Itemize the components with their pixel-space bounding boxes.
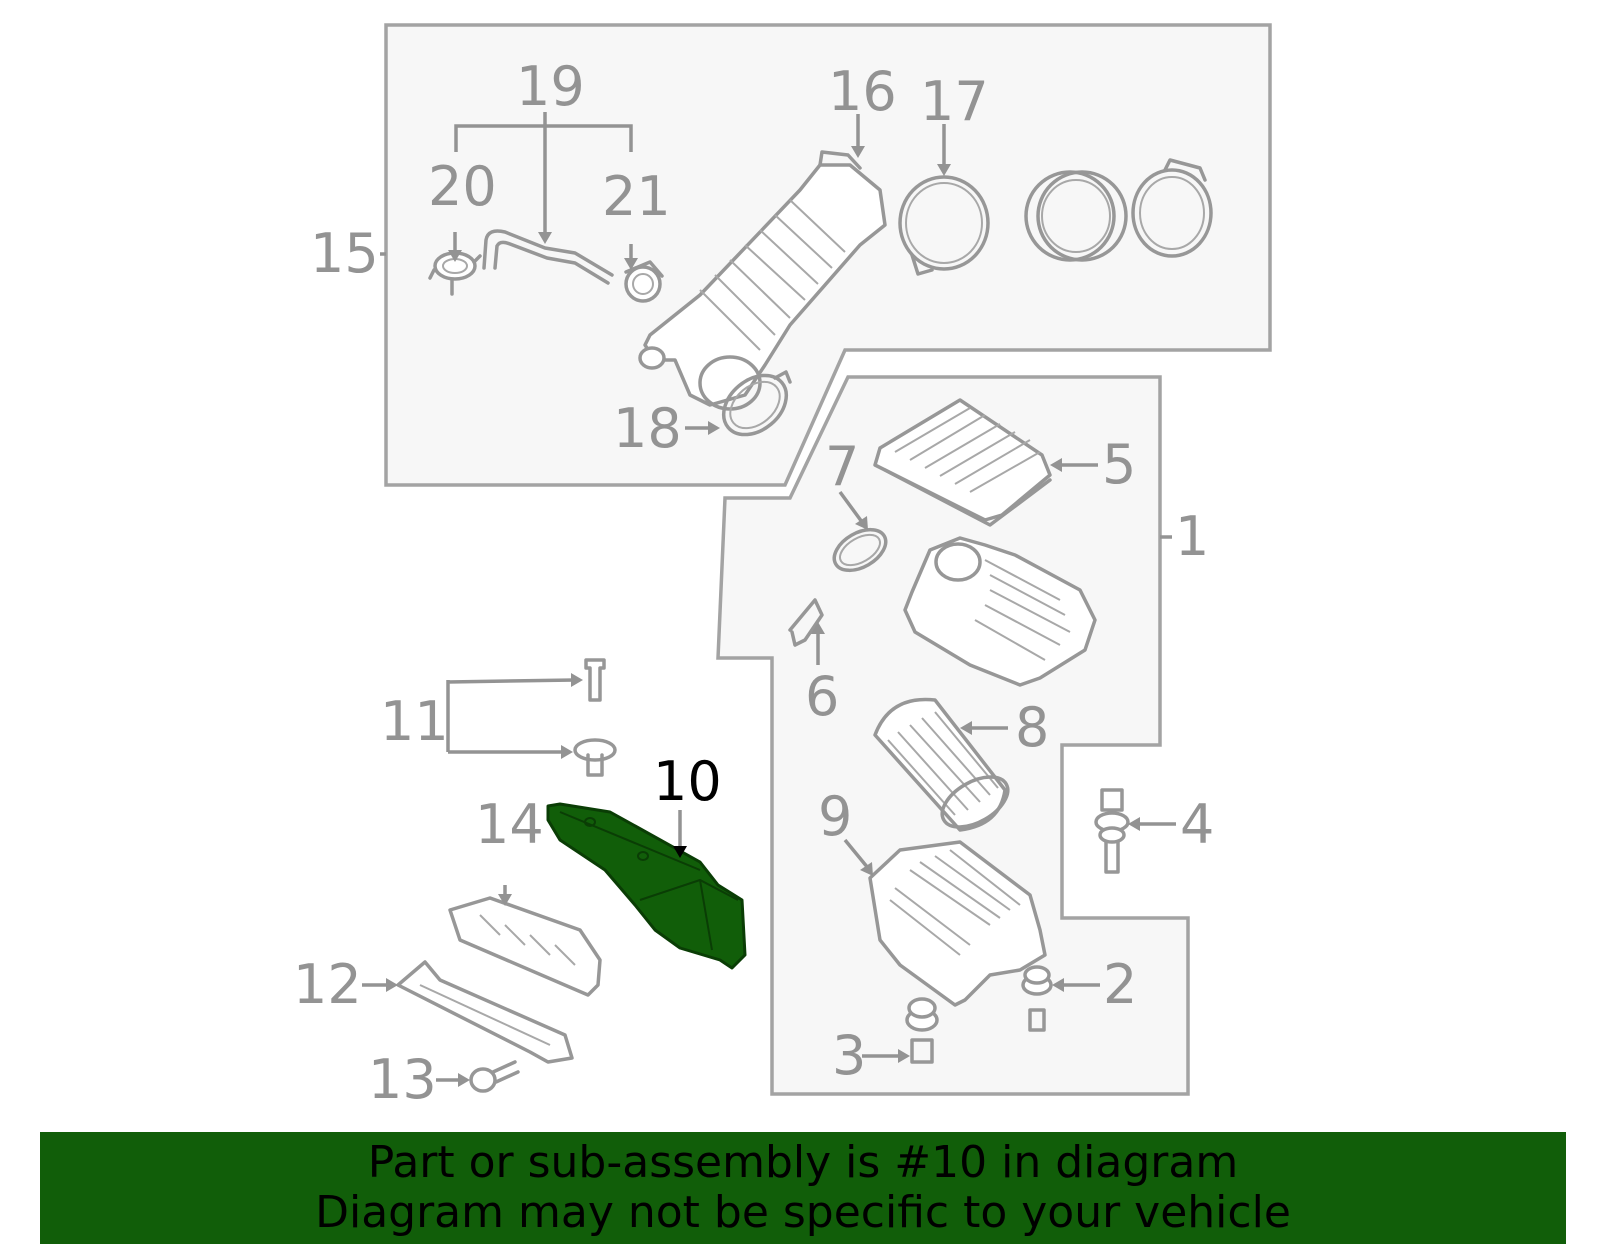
- callout-19: 19: [516, 55, 585, 118]
- part-6-bracket[interactable]: [788, 598, 824, 647]
- part-13-bolt[interactable]: [469, 1060, 520, 1093]
- part-19-hose[interactable]: [482, 229, 614, 285]
- callout-6: 6: [805, 665, 839, 728]
- callout-16: 16: [828, 60, 897, 123]
- part-21-clamp[interactable]: [624, 260, 664, 303]
- callout-10: 10: [653, 750, 722, 813]
- banner-line-2: Diagram may not be specific to your vehi…: [315, 1187, 1291, 1238]
- callout-13: 13: [368, 1048, 437, 1111]
- callout-3: 3: [832, 1024, 866, 1087]
- part-8-filter-element[interactable]: [873, 697, 1016, 837]
- callout-7: 7: [825, 435, 859, 498]
- part-4-bolt[interactable]: [1094, 788, 1130, 874]
- callout-21: 21: [602, 165, 671, 228]
- callout-1: 1: [1175, 505, 1209, 568]
- callout-4: 4: [1180, 793, 1214, 856]
- part-2-grommet[interactable]: [1021, 965, 1053, 1032]
- callout-5: 5: [1102, 433, 1136, 496]
- part-17-clamp[interactable]: [898, 175, 990, 276]
- callout-9: 9: [818, 785, 852, 848]
- info-banner: Part or sub-assembly is #10 in diagram D…: [40, 1132, 1566, 1244]
- part-1-upper-housing[interactable]: [903, 536, 1097, 687]
- callout-2: 2: [1103, 953, 1137, 1016]
- part-3-grommet[interactable]: [905, 997, 939, 1064]
- callout-12: 12: [293, 953, 362, 1016]
- callout-14: 14: [475, 793, 544, 856]
- callout-8: 8: [1015, 696, 1049, 759]
- part-11-clip[interactable]: [573, 658, 617, 777]
- part-17-sensor-housing[interactable]: [1024, 158, 1213, 262]
- part-10-air-duct-highlighted[interactable]: [546, 802, 747, 970]
- banner-line-1: Part or sub-assembly is #10 in diagram: [367, 1137, 1239, 1188]
- callout-20: 20: [428, 155, 497, 218]
- part-7-seal[interactable]: [827, 521, 892, 578]
- part-20-clamp[interactable]: [428, 251, 482, 296]
- callout-18: 18: [613, 397, 682, 460]
- callout-17: 17: [920, 70, 989, 133]
- part-5-air-cleaner-cover[interactable]: [873, 398, 1052, 527]
- part-12-bracket[interactable]: [396, 960, 574, 1064]
- callout-15: 15: [310, 222, 379, 285]
- part-18-clamp[interactable]: [712, 363, 798, 446]
- part-14-bracket[interactable]: [448, 896, 602, 997]
- callout-11: 11: [380, 690, 449, 753]
- part-9-lower-housing[interactable]: [868, 840, 1047, 1007]
